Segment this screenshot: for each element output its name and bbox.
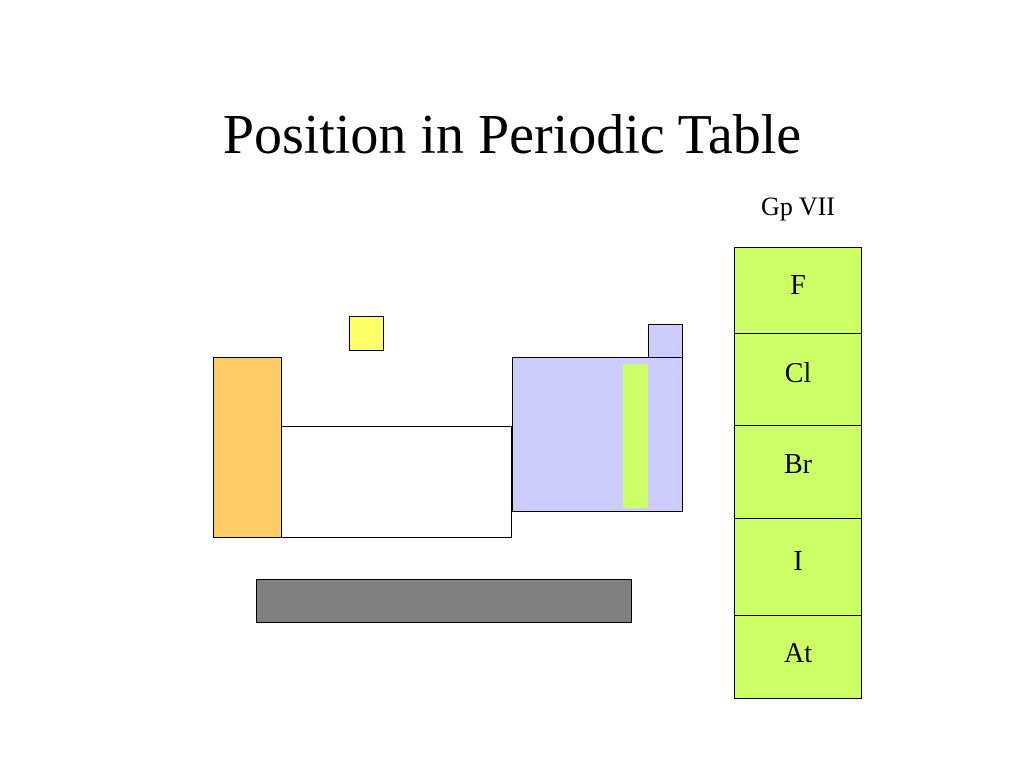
element-cell-astatine: At [735, 615, 861, 698]
group-label: Gp VII [761, 192, 835, 221]
halogen-group-highlight [623, 364, 648, 508]
element-cell-iodine: I [735, 518, 861, 615]
p-block [512, 357, 683, 512]
group-vii-column: F Cl Br I At [734, 247, 862, 699]
element-cell-chlorine: Cl [735, 333, 861, 425]
s-block [213, 357, 282, 538]
f-block [256, 579, 632, 623]
d-block [281, 426, 512, 538]
helium-block [648, 324, 683, 358]
slide-title: Position in Periodic Table [222, 104, 802, 166]
element-cell-fluorine: F [790, 269, 806, 301]
element-cell-bromine: Br [735, 425, 861, 518]
hydrogen-block [349, 316, 384, 351]
